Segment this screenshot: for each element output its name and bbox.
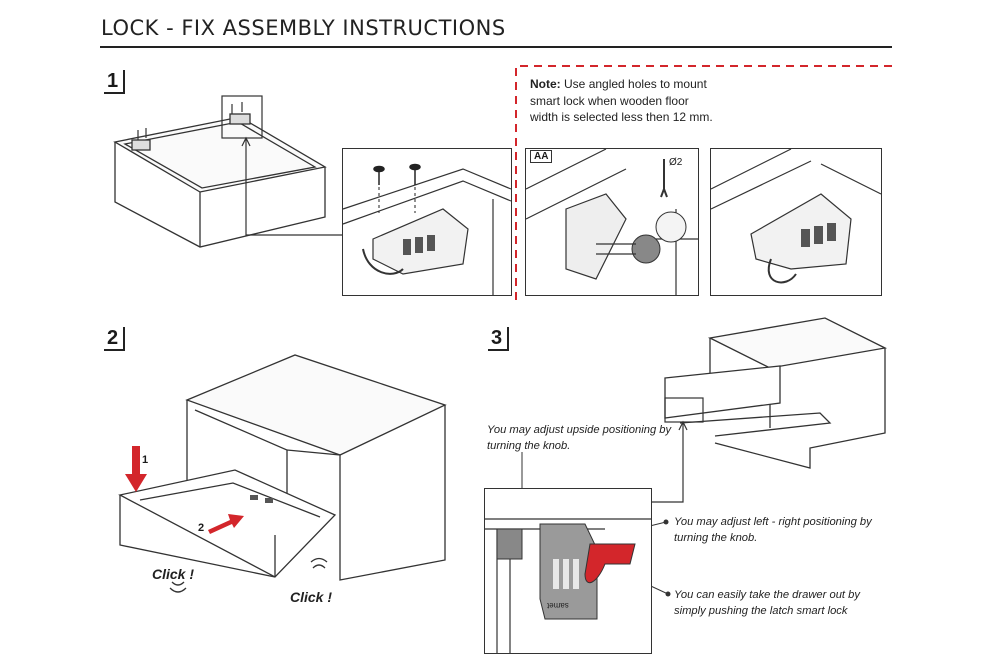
- step-3-number: 3: [488, 327, 510, 351]
- note-text: Note: Use angled holes to mount smart lo…: [530, 76, 720, 126]
- arrow-2-label: 2: [198, 522, 205, 534]
- step-2-label: 2: [104, 327, 126, 351]
- step1-detail-panel: [342, 148, 512, 296]
- drill-size-label: Ø2: [669, 157, 683, 168]
- page-title: LOCK - FIX ASSEMBLY INSTRUCTIONS: [101, 16, 506, 40]
- push-arrow-icon: [125, 446, 147, 492]
- step3-detail-panel: samet: [484, 488, 652, 654]
- screw-icon: [373, 163, 421, 213]
- brand-label: samet: [547, 601, 569, 610]
- click-label-right: Click !: [290, 589, 333, 605]
- slide-arrow-icon: [208, 514, 244, 534]
- drill-bit-icon: [660, 159, 668, 198]
- title-divider: [100, 46, 892, 48]
- lock-mounted-panel: [710, 148, 882, 296]
- sound-wave-icon: [310, 557, 328, 569]
- step3-cabinet-illustration: [664, 317, 888, 469]
- note-body: Use angled holes to mount smart lock whe…: [530, 77, 713, 124]
- click-label-left: Click !: [152, 566, 195, 582]
- annotation-upside: You may adjust upside positioning by tur…: [487, 424, 672, 452]
- step-1-number: 1: [104, 70, 126, 94]
- detail-aa-label: AA: [530, 150, 553, 163]
- step-1-label: 1: [104, 70, 126, 94]
- annotation-take-out: You can easily take the drawer out by si…: [674, 589, 860, 617]
- step1-drawer-illustration: [113, 95, 327, 248]
- detail-aa-panel: Ø2: [525, 148, 699, 296]
- sound-wave-icon: [169, 581, 187, 593]
- step-3-label: 3: [488, 327, 510, 351]
- arrow-1-label: 1: [142, 454, 149, 466]
- note-label: Note:: [530, 77, 561, 91]
- step-2-number: 2: [104, 327, 126, 351]
- annotation-left-right: You may adjust left - right positioning …: [674, 516, 872, 544]
